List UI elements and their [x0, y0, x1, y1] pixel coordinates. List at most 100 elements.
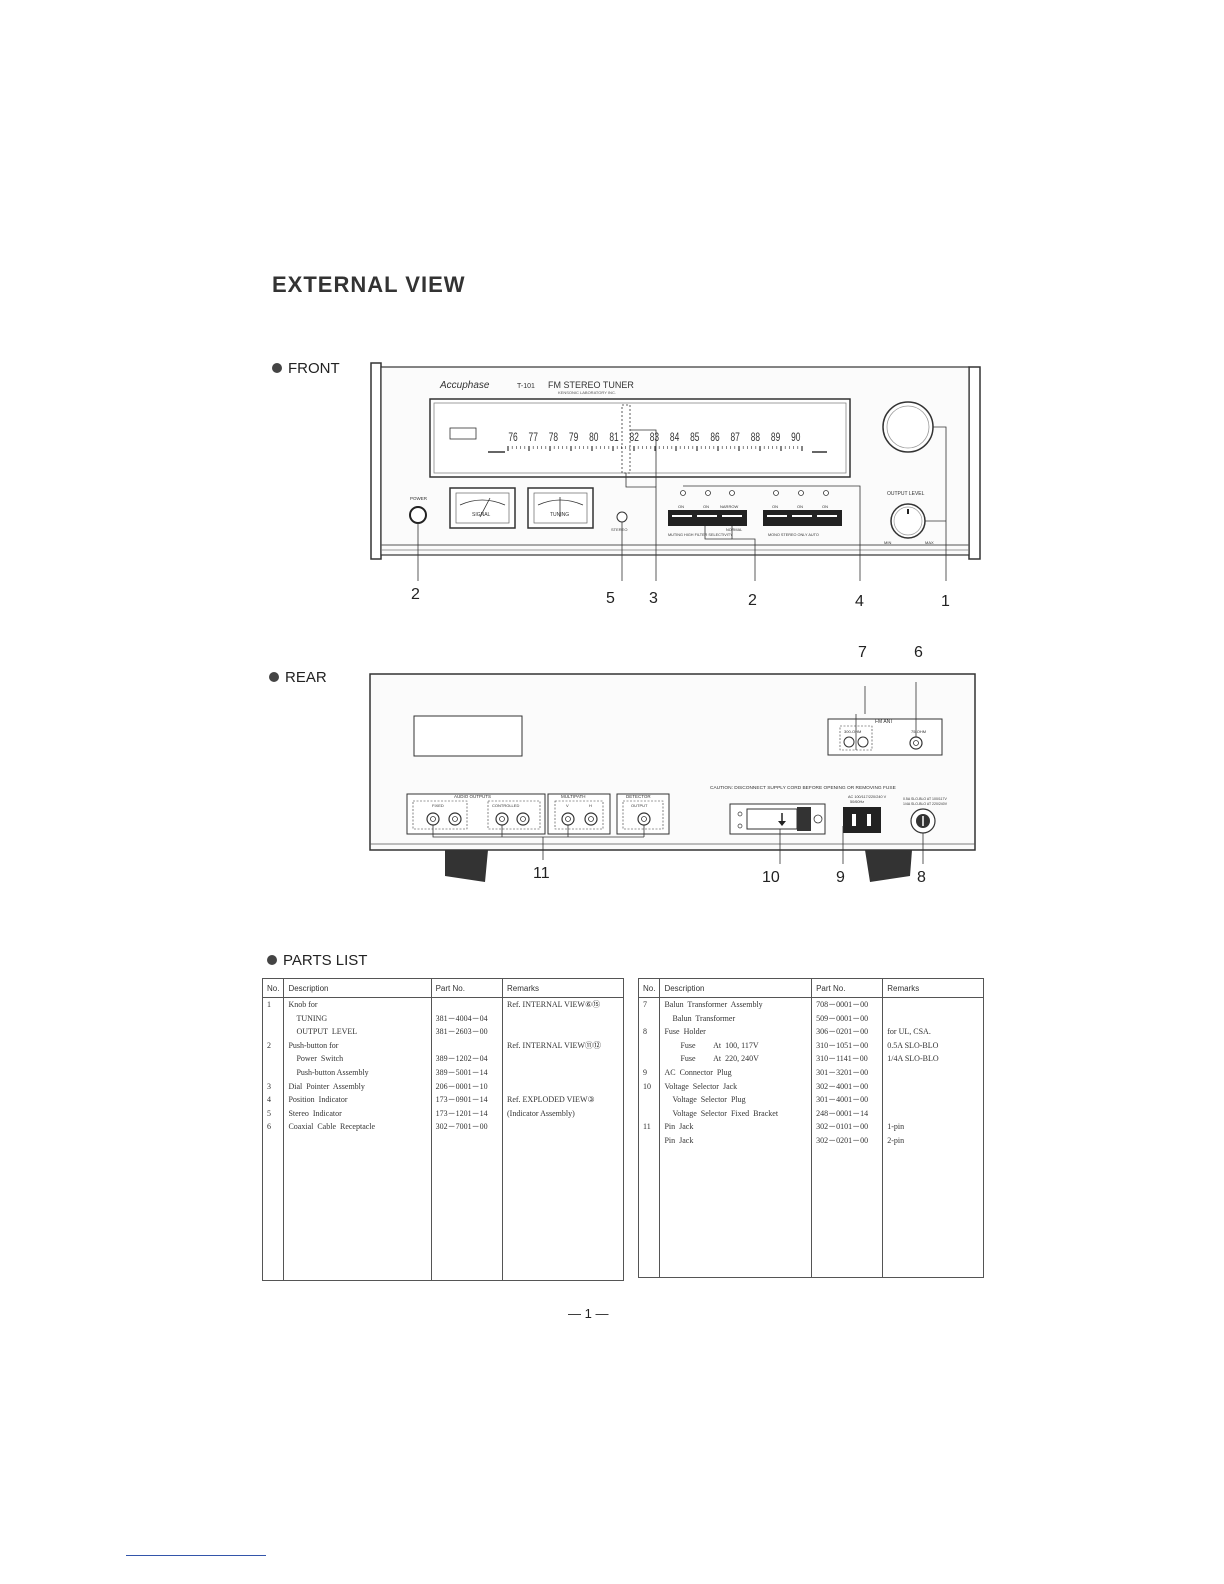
ac-connector-plug[interactable]	[843, 807, 881, 833]
cell-desc: Balun Transformer Assembly	[659, 997, 813, 1012]
signal-meter-label: SIGNAL	[472, 512, 491, 518]
dial-number: 89	[771, 432, 781, 445]
cell-desc: Coaxial Cable Receptacle	[283, 1120, 432, 1134]
cell-desc: Push-button Assembly	[283, 1065, 432, 1080]
cell-desc: Pin Jack	[659, 1133, 813, 1148]
cell-remarks: 1-pin	[882, 1120, 984, 1134]
rear-foot-left	[445, 850, 488, 882]
cell-part: 206－0001－10	[430, 1079, 503, 1094]
cell-part: 302－4001－00	[811, 1079, 884, 1094]
cell-no	[637, 1052, 661, 1066]
controlled-output-jack-r[interactable]	[516, 812, 530, 826]
cell-remarks: 2-pin	[882, 1133, 984, 1148]
cell-remarks	[501, 1052, 625, 1066]
voltage-selector-plug[interactable]	[746, 808, 798, 830]
cell-remarks: Ref. INTERNAL VIEW⑥⑮	[501, 997, 625, 1012]
table-header-row: No. Description Part No. Remarks	[637, 978, 984, 998]
cell-no: 11	[637, 1120, 661, 1134]
cell-remarks	[882, 1093, 984, 1107]
tuning-meter	[527, 487, 594, 529]
fuse-note-2: 1/4A SLO-BLO AT 220/240V	[903, 802, 948, 806]
table-header-row: No. Description Part No. Remarks	[261, 978, 625, 998]
ac-rating: AC 100/117/220/240 V	[848, 795, 887, 799]
coax-receptacle[interactable]	[909, 736, 923, 750]
pushbutton-group-left[interactable]	[668, 510, 747, 526]
empty-cell	[430, 1133, 503, 1281]
dial-number: 82	[630, 432, 640, 445]
switch-on4-label: ON	[772, 504, 778, 509]
cell-part: 381－4004－04	[430, 1011, 503, 1026]
front-leader-lines	[417, 426, 947, 581]
section-parts: PARTS LIST	[267, 952, 367, 969]
cell-remarks: 0.5A SLO-BLO	[882, 1038, 984, 1053]
fixed-output-jack-l[interactable]	[426, 812, 440, 826]
col-header-remarks: Remarks	[501, 978, 625, 998]
ant-300-terminal-2[interactable]	[857, 736, 869, 748]
cell-part: 708－0001－00	[811, 997, 884, 1012]
cell-desc: Fuse At 100, 117V	[659, 1038, 813, 1053]
dial-number: 79	[569, 432, 579, 445]
ant-300-label: 300-OHM	[844, 729, 861, 734]
cell-part: 306－0201－00	[811, 1025, 884, 1039]
maker-label: KENSONIC LABORATORY INC.	[558, 390, 616, 395]
max-label: MAX	[925, 540, 934, 545]
front-callout-pushbutton: 2	[748, 592, 757, 609]
cell-no: 8	[637, 1025, 661, 1039]
tuning-knob[interactable]	[882, 401, 934, 453]
cell-desc: Voltage Selector Fixed Bracket	[659, 1106, 813, 1121]
cell-desc: Voltage Selector Plug	[659, 1093, 813, 1107]
rear-callout-pinjack: 11	[533, 865, 550, 882]
multipath-panel	[547, 793, 611, 835]
dial-number: 87	[731, 432, 741, 445]
front-callout-knob: 1	[941, 593, 950, 610]
cell-no	[261, 1025, 285, 1039]
switch-on6-label: ON	[822, 504, 828, 509]
rear-view-drawing: FM ANT 300-OHM 75-OHM CAUTION: DISCONNEC…	[369, 673, 976, 882]
ant-300-terminal-1[interactable]	[843, 736, 855, 748]
empty-cell	[501, 1133, 625, 1281]
switch-normal-label: NORMAL	[726, 528, 742, 532]
switch-on2-label: ON	[703, 504, 709, 509]
multipath-v-jack[interactable]	[561, 812, 575, 826]
front-callout-pointer: 3	[649, 590, 658, 607]
cell-no	[637, 1038, 661, 1053]
dial-number: 83	[650, 432, 660, 445]
cell-part: 301－4001－00	[811, 1093, 884, 1107]
cell-desc: Voltage Selector Jack	[659, 1079, 813, 1094]
dial-number: 81	[609, 432, 619, 445]
front-callout-stereo: 5	[606, 590, 615, 607]
cell-remarks: Ref. EXPLODED VIEW③	[501, 1093, 625, 1107]
detector-output-label: OUTPUT	[631, 803, 648, 808]
detector-output-jack[interactable]	[637, 812, 651, 826]
cell-part	[430, 997, 503, 1012]
cell-no: 7	[637, 997, 661, 1012]
cell-remarks	[501, 1011, 625, 1026]
footer-rule	[126, 1555, 266, 1556]
controlled-output-jack-l[interactable]	[495, 812, 509, 826]
cell-desc: AC Connector Plug	[659, 1065, 813, 1080]
power-button[interactable]	[409, 506, 427, 524]
dial-number: 85	[690, 432, 700, 445]
label-plate	[413, 715, 523, 757]
arrow-down-icon	[778, 821, 786, 826]
cell-part: 381－2603－00	[430, 1025, 503, 1039]
model-label: T-101	[517, 383, 535, 390]
cell-no	[261, 1011, 285, 1026]
cell-remarks	[882, 1079, 984, 1094]
cell-part: 310－1141－00	[811, 1052, 884, 1066]
multipath-h-jack[interactable]	[584, 812, 598, 826]
pushbutton-group-right[interactable]	[763, 510, 842, 526]
switch-narrow-label: NARROW	[720, 504, 738, 509]
fixed-output-jack-r[interactable]	[448, 812, 462, 826]
